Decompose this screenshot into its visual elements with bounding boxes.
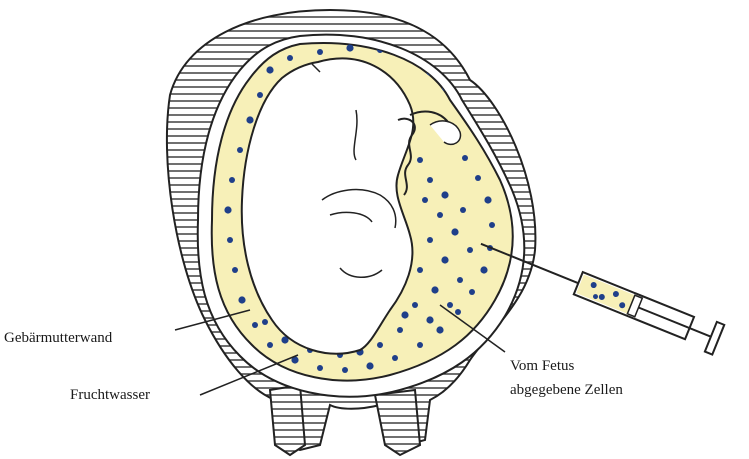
fetal-cell-dot xyxy=(447,302,453,308)
fetal-cell-dot xyxy=(422,197,428,203)
fetal-cell-dot xyxy=(441,191,448,198)
fetal-cell-dot xyxy=(237,147,243,153)
fetal-cell-dot xyxy=(441,256,448,263)
fetal-cell-dot xyxy=(317,365,323,371)
fetal-cell-dot xyxy=(317,49,323,55)
label-amniotic-fluid: Fruchtwasser xyxy=(70,387,150,404)
fetal-cell-dot xyxy=(489,222,495,228)
label-fetal-cells-line1: Vom Fetus xyxy=(510,358,574,375)
fetal-cell-dot xyxy=(460,207,466,213)
fetal-cell-dot xyxy=(457,277,463,283)
fetal-cell-dot xyxy=(342,367,348,373)
fetal-cell-dot xyxy=(417,342,423,348)
fetal-cell-dot xyxy=(451,228,458,235)
fetal-cell-dot xyxy=(427,177,433,183)
fetal-cell-dot xyxy=(238,296,245,303)
fetal-cell-dot xyxy=(377,342,383,348)
fetal-cell-dot xyxy=(262,319,268,325)
fetal-cell-dot xyxy=(484,196,491,203)
fetal-cell-dot xyxy=(246,116,253,123)
fetal-cell-dot xyxy=(437,212,443,218)
fetal-cell-dot xyxy=(469,289,475,295)
fetal-cell-dot xyxy=(266,66,273,73)
fetal-cell-dot xyxy=(426,316,433,323)
fetal-cell-dot xyxy=(257,92,263,98)
fetal-cell-dot xyxy=(227,237,233,243)
label-uterine-wall: Gebärmutterwand xyxy=(4,330,112,347)
fetal-cell-dot xyxy=(427,237,433,243)
fetal-cell-dot xyxy=(397,327,403,333)
label-fetal-cells-line2: abgegebene Zellen xyxy=(510,382,623,399)
fetal-cell-dot xyxy=(417,157,423,163)
fetal-cell-dot xyxy=(431,286,438,293)
fetal-cell-dot xyxy=(392,355,398,361)
fetal-cell-dot xyxy=(287,55,293,61)
fetal-cell-dot xyxy=(267,342,273,348)
fetal-cell-dot xyxy=(232,267,238,273)
fetal-cell-dot xyxy=(366,362,373,369)
fetal-cell-dot xyxy=(229,177,235,183)
fetal-cell-dot xyxy=(252,322,258,328)
fetal-cell-dot xyxy=(412,302,418,308)
fetal-cell-dot xyxy=(224,206,231,213)
fetal-cell-dot xyxy=(401,311,408,318)
fetal-cell-dot xyxy=(467,247,473,253)
fetal-cell-dot xyxy=(455,309,461,315)
fetal-cell-dot xyxy=(346,44,353,51)
syringe-thumb-press xyxy=(705,322,724,355)
fetal-cell-dot xyxy=(436,326,443,333)
fetal-cell-dot xyxy=(417,267,423,273)
fetal-cell-dot xyxy=(462,155,468,161)
fetal-cell-dot xyxy=(475,175,481,181)
fetal-cell-dot xyxy=(480,266,487,273)
